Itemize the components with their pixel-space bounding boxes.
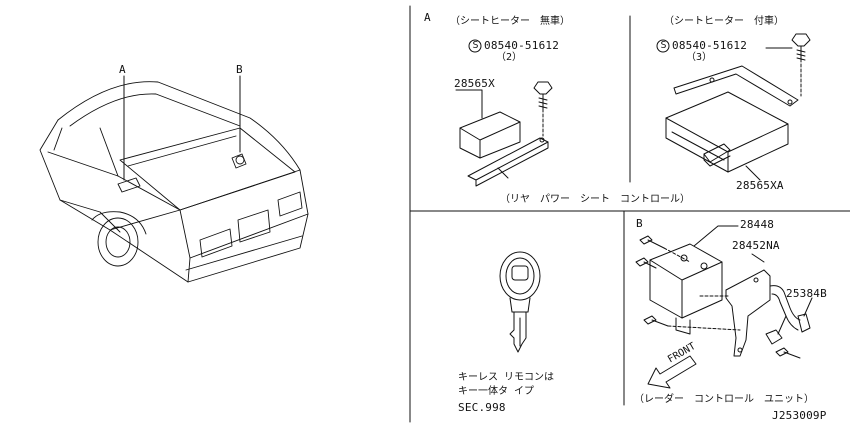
keyless-note-line2: キー一体タ イプ [458, 386, 535, 397]
screw-symbol-left: S [472, 40, 479, 51]
car-overview-drawing [39, 81, 309, 283]
panel-a-right-caption: （シートヒーター 付車） [664, 16, 784, 27]
panel-a-left-module-part: 28565X [454, 77, 495, 90]
panel-b-drawing [635, 225, 813, 389]
callout-b-label: B [236, 63, 243, 76]
panel-b-bottom-caption: （レーダー コントロール ユニット） [634, 394, 814, 405]
part-28452na-label: 28452NA [732, 239, 780, 252]
drawing-id: J253009P [772, 409, 827, 422]
part-25384b-label: 25384B [786, 287, 827, 300]
panel-a-right-module-part: 28565XA [736, 179, 784, 192]
panel-b-letter: B [636, 217, 643, 230]
key-drawing [499, 251, 541, 353]
section-reference: SEC.998 [458, 401, 506, 414]
panel-a-right-screw-part: 08540-51612 [672, 39, 748, 52]
panel-a-right-drawing [656, 33, 811, 181]
panel-a-left-screw-part: 08540-51612 [484, 39, 560, 52]
panel-a-right-screw-qty: （3） [686, 52, 713, 63]
keyless-note-line1: キーレス リモコンは [458, 372, 555, 383]
panel-a-left-caption: （シートヒーター 無車） [450, 16, 570, 27]
panel-borders [409, 5, 850, 423]
panel-a-left-screw-qty: （2） [496, 52, 523, 63]
overview-callout-leaders [123, 75, 241, 181]
panel-a-left-drawing [455, 39, 553, 187]
callout-a-label: A [119, 63, 126, 76]
part-28448-label: 28448 [740, 218, 775, 231]
screw-symbol-right: S [660, 40, 667, 51]
panel-a-bottom-caption: （リヤ パワー シート コントロール） [500, 194, 690, 205]
panel-a-letter: A [424, 11, 431, 24]
